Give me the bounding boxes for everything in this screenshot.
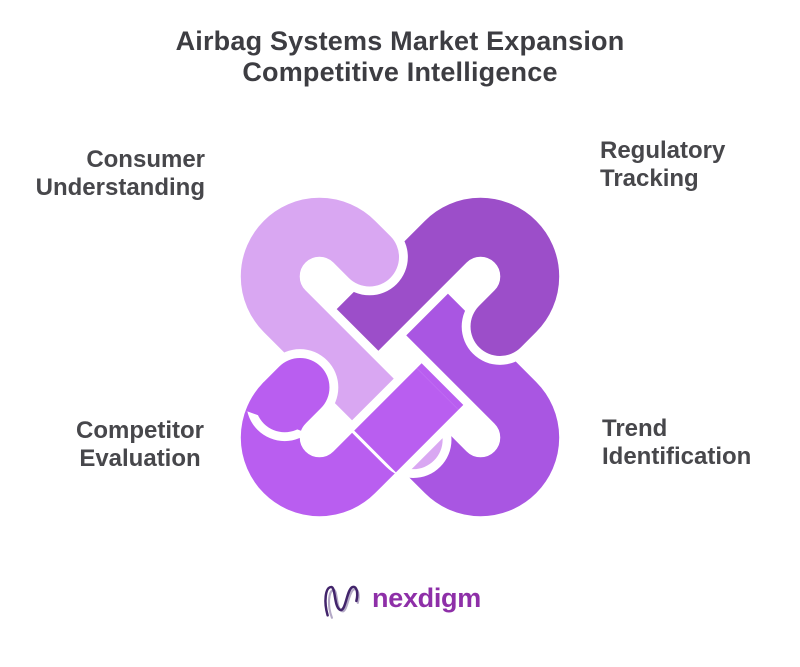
nexdigm-logo: nexdigm xyxy=(0,577,800,623)
page-title: Airbag Systems Market Expansion Competit… xyxy=(0,26,800,88)
knot-icon xyxy=(231,188,569,526)
knot-weave-overpass xyxy=(354,368,459,473)
label-line: Regulatory xyxy=(600,137,726,164)
page-title-line2: Competitive Intelligence xyxy=(242,57,558,87)
label-line: Identification xyxy=(602,443,752,470)
label-consumer-understanding: Consumer Understanding xyxy=(0,146,205,202)
label-line: Tracking xyxy=(600,165,699,192)
label-trend-identification: Trend Identification xyxy=(602,415,800,471)
knot-piece-bottom-right xyxy=(357,244,560,517)
label-line: Competitor xyxy=(76,417,204,444)
knot-nub xyxy=(255,357,330,433)
label-line: Trend xyxy=(602,415,668,442)
knot-piece-top-left xyxy=(240,197,443,470)
nexdigm-mark-dark-stroke xyxy=(324,585,359,617)
nexdigm-mark-icon xyxy=(324,585,360,619)
label-competitor-evaluation: Competitor Evaluation xyxy=(38,417,242,473)
nexdigm-wordmark: nexdigm xyxy=(372,582,481,613)
label-line: Understanding xyxy=(35,174,205,201)
knot-piece-top-right xyxy=(287,197,560,400)
label-regulatory-tracking: Regulatory Tracking xyxy=(600,137,800,193)
page-title-line1: Airbag Systems Market Expansion xyxy=(175,26,625,56)
interlocked-knot-graphic xyxy=(231,188,569,526)
label-line: Consumer xyxy=(86,146,205,173)
label-line: Evaluation xyxy=(79,445,201,472)
